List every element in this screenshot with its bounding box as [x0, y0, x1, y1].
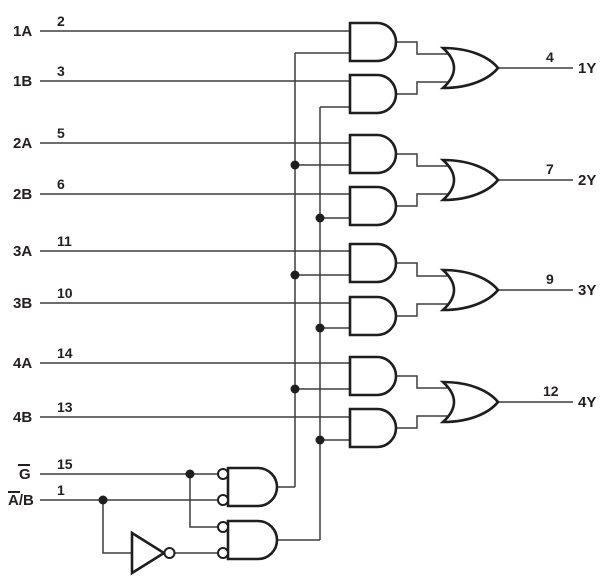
output-label-1y: 1Y: [578, 60, 596, 77]
and-gate-2a: [348, 133, 398, 175]
or-gate-2y: [439, 158, 500, 202]
output-label-3y: 3Y: [578, 282, 596, 299]
junction-dot-sela-4: [290, 384, 300, 394]
labels-layer: 1A 1B 2A 2B 3A 3B 4A 4B G A/B 2 3 5 6 11…: [8, 13, 596, 509]
junction-dot-selb-3: [315, 323, 325, 333]
junction-dot-selb-2: [315, 213, 325, 223]
and-gate-4a: [348, 355, 398, 397]
wire-ab-branch: [102, 500, 132, 554]
input-pin-4a: 14: [57, 345, 73, 361]
junction-dot-selb-4: [315, 435, 325, 445]
junction-dot-sela-2: [290, 160, 300, 170]
enable-and-gate-select-a: [226, 466, 279, 508]
inversion-bubble-g2: [217, 521, 229, 533]
wire-and3b-to-or3: [395, 303, 452, 317]
input-pin-3a: 11: [57, 233, 72, 249]
output-pin-4y: 12: [543, 383, 559, 399]
wire-and4a-to-or4: [395, 375, 452, 389]
input-pin-ab: 1: [57, 482, 65, 498]
input-pin-4b: 13: [57, 399, 73, 415]
junction-dot-sela-3: [290, 270, 300, 280]
wire-and1b-to-or1: [395, 81, 452, 95]
input-pin-2b: 6: [57, 176, 65, 192]
and-gate-2b: [348, 185, 398, 227]
and-gate-3a: [348, 242, 398, 284]
output-pin-1y: 4: [546, 49, 554, 65]
inversion-bubble-g1: [217, 468, 229, 480]
and-gate-4b: [348, 407, 398, 449]
junction-dot-ab: [98, 495, 108, 505]
junction-dot-g: [185, 469, 195, 479]
input-label-1a: 1A: [13, 23, 32, 40]
gates-layer: [130, 21, 500, 576]
output-label-2y: 2Y: [578, 172, 596, 189]
inversion-bubble-ab1: [217, 494, 229, 506]
input-pin-3b: 10: [57, 285, 73, 301]
input-pin-1b: 3: [57, 63, 65, 79]
output-pin-3y: 9: [546, 271, 554, 287]
or-gate-4y: [439, 380, 500, 424]
input-label-g: G: [19, 466, 31, 483]
input-label-2a: 2A: [13, 135, 32, 152]
or-gate-3y: [439, 268, 500, 312]
output-label-4y: 4Y: [578, 394, 596, 411]
enable-and-gate-select-b: [226, 519, 279, 561]
wire-and1a-to-or1: [395, 41, 452, 55]
input-label-4b: 4B: [13, 409, 32, 426]
junctions-layer: [98, 160, 325, 505]
or-gate-1y: [439, 46, 500, 90]
and-gate-1b: [348, 73, 398, 115]
input-label-4a: 4A: [13, 355, 32, 372]
input-label-2b: 2B: [13, 186, 32, 203]
wire-and2b-to-or2: [395, 193, 452, 207]
inverter-gate: [130, 530, 167, 576]
input-label-3b: 3B: [13, 295, 32, 312]
input-label-1b: 1B: [13, 73, 32, 90]
inversion-bubble-ab2: [217, 547, 229, 559]
wire-and2a-to-or2: [395, 153, 452, 167]
wires-layer: [40, 30, 573, 554]
input-pin-1a: 2: [57, 13, 65, 29]
inverter-bubble: [163, 547, 176, 559]
input-pin-2a: 5: [57, 125, 65, 141]
input-label-3a: 3A: [13, 243, 32, 260]
and-gate-3b: [348, 295, 398, 337]
wire-and4b-to-or4: [395, 415, 452, 429]
and-gate-1a: [348, 21, 398, 63]
wire-and3a-to-or3: [395, 262, 452, 277]
input-label-ab: A/B: [8, 492, 34, 509]
input-pin-g: 15: [57, 456, 73, 472]
output-pin-2y: 7: [546, 161, 554, 177]
wire-g-branch: [189, 474, 218, 528]
